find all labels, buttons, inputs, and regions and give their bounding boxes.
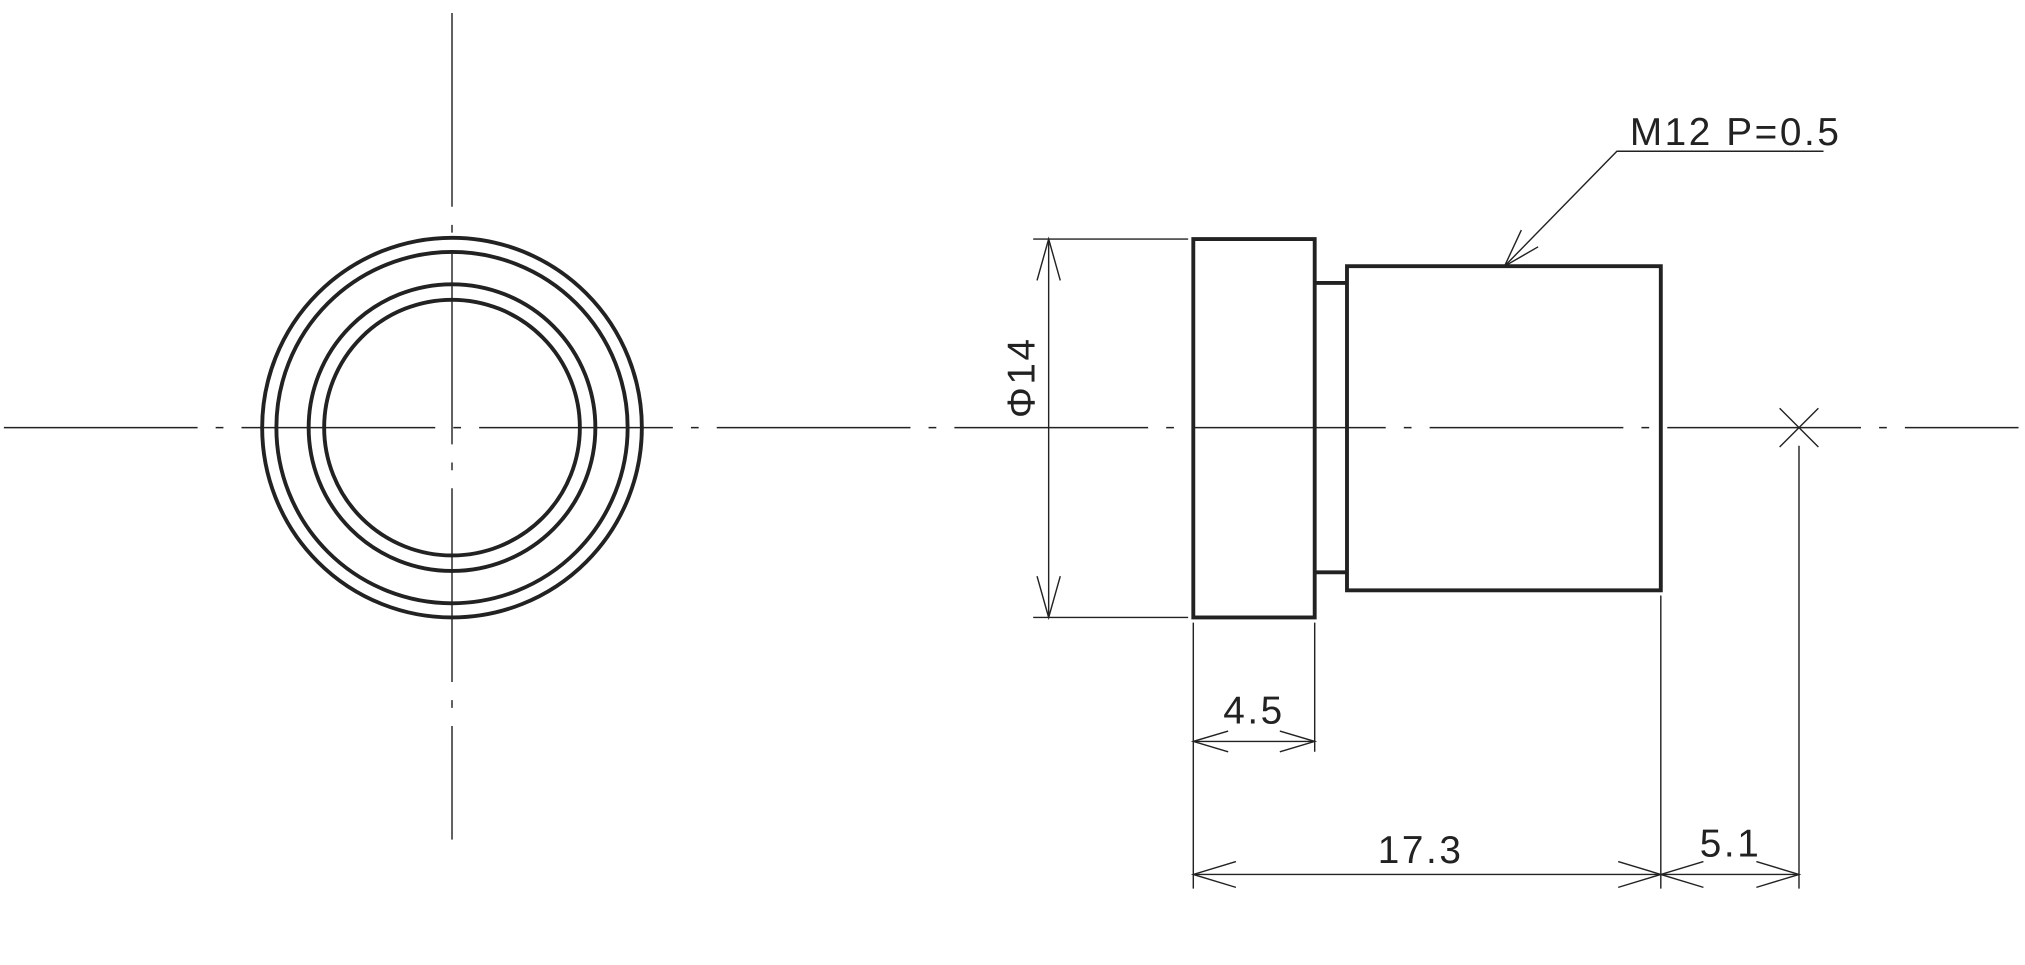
body-length-label: 17.3 <box>1378 829 1464 872</box>
arrow-icon <box>1756 860 1802 889</box>
thread-outer-circle <box>306 282 598 573</box>
diameter-label: Φ14 <box>1000 336 1043 418</box>
arrow-icon <box>1279 730 1318 753</box>
arrow-icon <box>1036 236 1061 281</box>
thread-label: M12 P=0.5 <box>1630 111 1842 154</box>
thread-callout: M12 P=0.5 <box>1502 111 1842 268</box>
body-length-dimension: 17.3 <box>1190 595 1664 889</box>
arrow-icon <box>1036 575 1061 621</box>
offset-label: 5.1 <box>1700 822 1762 865</box>
outer-circle <box>260 235 644 620</box>
diameter-dimension: Φ14 <box>1000 236 1189 621</box>
arrow-icon <box>1502 229 1539 268</box>
arrow-icon <box>1190 860 1237 889</box>
arrow-icon <box>1190 730 1229 753</box>
flange-inner-circle <box>274 250 630 606</box>
flange-length-dimension: 4.5 <box>1190 622 1318 889</box>
front-view <box>260 235 644 620</box>
flange-length-label: 4.5 <box>1223 689 1285 732</box>
bore-circle <box>322 297 582 558</box>
focal-point-cross-icon <box>1779 407 1819 448</box>
arrow-icon <box>1658 860 1704 889</box>
offset-dimension: 5.1 <box>1658 407 1819 889</box>
flange <box>1191 237 1317 620</box>
